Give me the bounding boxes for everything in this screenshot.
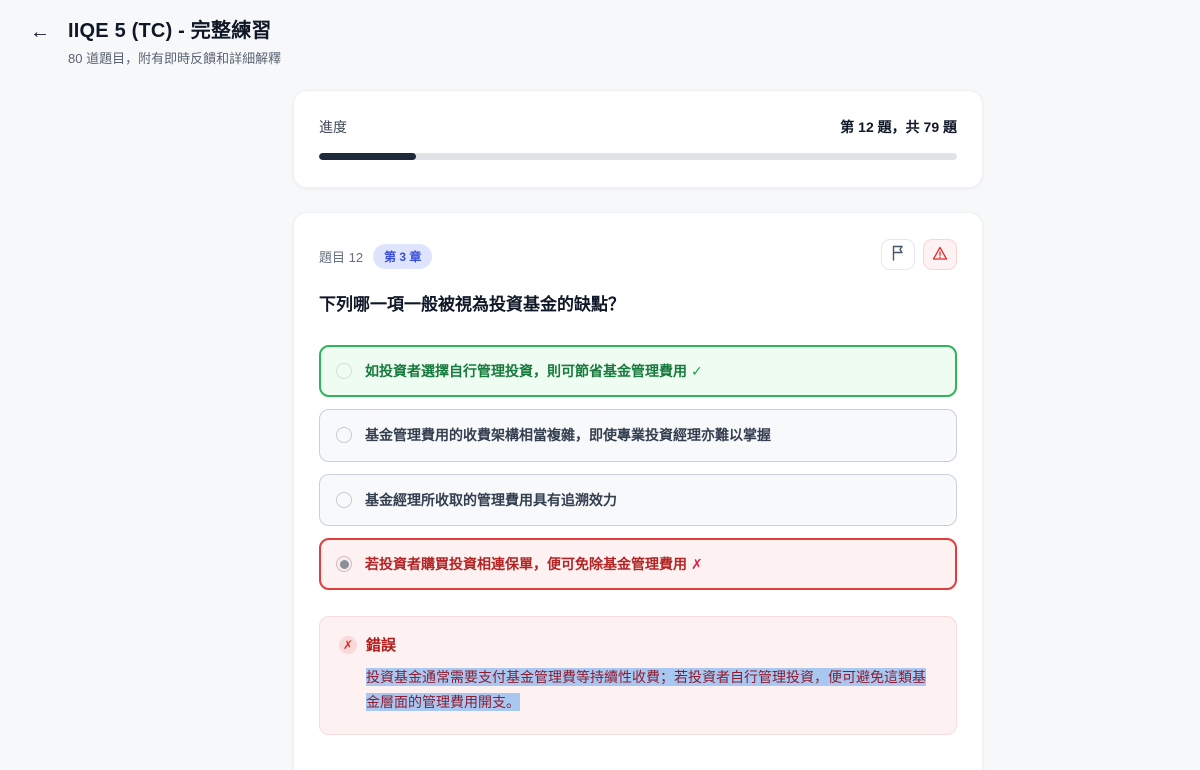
page-title: IIQE 5 (TC) - 完整練習 — [68, 20, 272, 42]
chapter-badge: 第 3 章 — [373, 244, 433, 269]
option-incorrect-selected[interactable]: 若投資者購買投資相連保單，便可免除基金管理費用✗ — [319, 537, 957, 591]
question-title: 下列哪一項一般被視為投資基金的缺點？ — [319, 295, 625, 314]
back-button[interactable]: ← — [26, 14, 54, 46]
progress-bar-fill — [319, 153, 416, 160]
flag-button[interactable] — [881, 239, 915, 270]
option-default-2[interactable]: 基金經理所收取的管理費用具有追溯效力 — [319, 473, 957, 526]
page-subtitle: 80 道題目，附有即時反饋和詳細解釋 — [68, 51, 282, 66]
question-card: 題目 12 第 3 章 — [293, 212, 983, 770]
cross-icon: ✗ — [691, 555, 703, 572]
feedback-explanation: 投資基金通常需要支付基金管理費等持續性收費；若投資者自行管理投資，便可避免這類基… — [366, 665, 936, 714]
progress-status: 第 12 題，共 79 題 — [840, 119, 957, 135]
question-number: 題目 12 — [319, 250, 364, 265]
feedback-box: ✗ 錯誤 投資基金通常需要支付基金管理費等持續性收費；若投資者自行管理投資，便可… — [319, 616, 957, 736]
progress-bar-track — [319, 153, 957, 160]
feedback-title: 錯誤 — [366, 637, 397, 655]
radio-icon — [336, 491, 352, 508]
progress-label: 進度 — [319, 119, 347, 135]
progress-card: 進度 第 12 題，共 79 題 — [293, 90, 983, 188]
answer-options: 如投資者選擇自行管理投資，則可節省基金管理費用✓ 基金管理費用的收費架構相當複雜… — [319, 345, 957, 591]
radio-icon — [336, 427, 352, 444]
flag-icon — [891, 245, 906, 264]
option-text: 基金經理所收取的管理費用具有追溯效力 — [365, 491, 617, 508]
option-text: 如投資者選擇自行管理投資，則可節省基金管理費用✓ — [365, 363, 703, 379]
radio-checked-icon — [336, 556, 352, 573]
option-text: 若投資者購買投資相連保單，便可免除基金管理費用✗ — [365, 555, 703, 572]
option-text: 基金管理費用的收費架構相當複雜，即使專業投資經理亦難以掌握 — [365, 427, 771, 444]
option-default-1[interactable]: 基金管理費用的收費架構相當複雜，即使專業投資經理亦難以掌握 — [319, 409, 957, 462]
report-problem-button[interactable] — [923, 239, 957, 270]
check-icon: ✓ — [691, 363, 703, 379]
main-content: 進度 第 12 題，共 79 題 題目 12 第 3 章 — [293, 90, 983, 770]
warning-triangle-icon — [932, 246, 948, 264]
radio-icon — [336, 363, 352, 380]
option-correct[interactable]: 如投資者選擇自行管理投資，則可節省基金管理費用✓ — [319, 345, 957, 398]
highlighted-text: 投資基金通常需要支付基金管理費等持續性收費；若投資者自行管理投資，便可避免這類基… — [366, 668, 926, 711]
app-header: ← IIQE 5 (TC) - 完整練習 80 道題目，附有即時反饋和詳細解釋 — [0, 0, 1200, 67]
error-cross-icon: ✗ — [339, 635, 357, 654]
